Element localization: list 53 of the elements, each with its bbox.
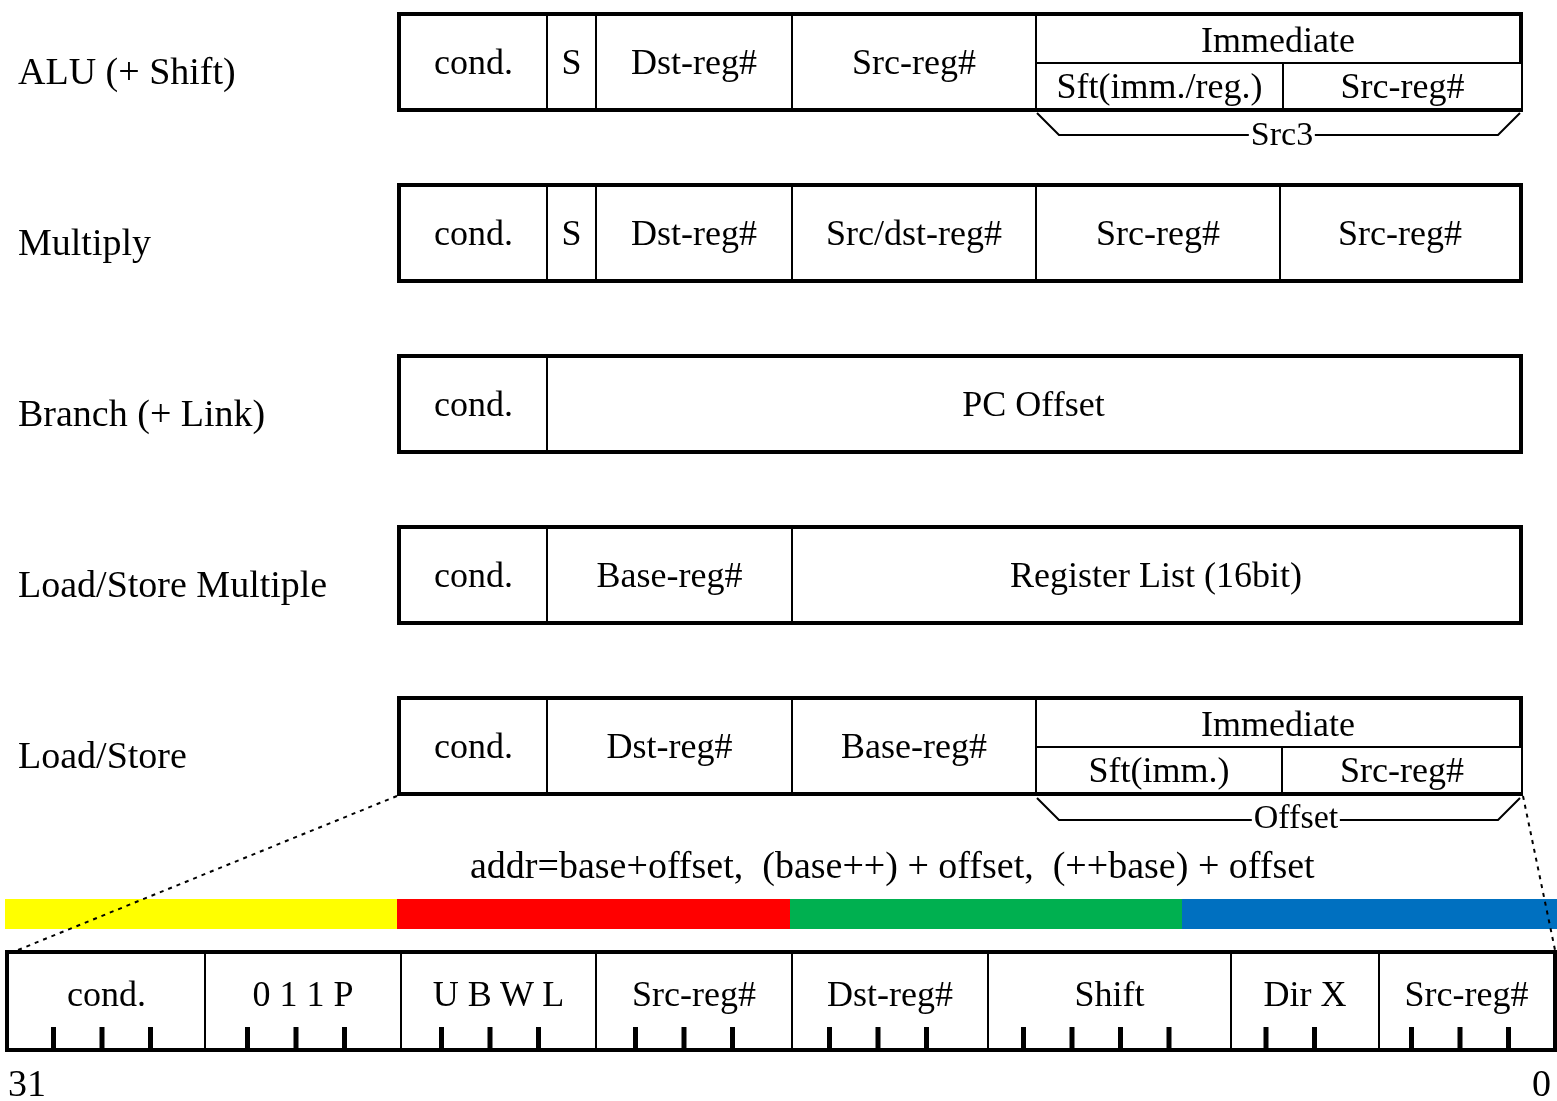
field-label: cond. (67, 976, 146, 1012)
bit-field (1282, 62, 1521, 108)
field-label: Dir X (1263, 976, 1347, 1012)
field-label: S (561, 215, 582, 251)
field-label: Src/dst-reg# (826, 215, 1002, 251)
instruction-format-box (397, 183, 1523, 283)
field-label: Dst-reg# (606, 728, 733, 764)
instruction-format-box (397, 12, 1523, 112)
field-label: cond. (434, 215, 513, 251)
field-label: cond. (434, 557, 513, 593)
format-name: Multiply (18, 223, 152, 261)
instruction-format-box (397, 354, 1523, 454)
field-label: U B W L (432, 976, 565, 1012)
field-label: Dst-reg# (631, 44, 757, 80)
field-label: cond. (434, 728, 513, 764)
zoom-line (1522, 795, 1556, 951)
instruction-format-box (397, 696, 1523, 796)
bit-layout-box (5, 950, 1557, 1052)
field-label: Src-reg# (1338, 215, 1462, 251)
format-name: Load/Store (18, 736, 187, 774)
field-label: Src-reg# (1096, 215, 1220, 251)
bit-number: 0 (1532, 1064, 1551, 1101)
field-label: Base-reg# (841, 728, 987, 764)
field-label: Src-reg# (852, 44, 976, 80)
bit-field (1037, 62, 1282, 108)
field-label: cond. (434, 386, 513, 422)
field-label: Sft(imm.) (1088, 752, 1230, 788)
field-label: Src-reg# (1340, 68, 1465, 104)
bit-field (1035, 16, 1519, 108)
formula-text: addr=base+offset, (base++) + offset, (++base) + offset (470, 846, 1315, 884)
instruction-format-box (397, 525, 1523, 625)
bit-field (1035, 700, 1519, 792)
field-label: Register List (16bit) (1010, 557, 1302, 593)
format-name: Load/Store Multiple (18, 565, 328, 603)
field-label: S (561, 44, 582, 80)
field-label: Immediate (1201, 706, 1355, 742)
field-label: Src-reg# (632, 976, 756, 1012)
field-label: Immediate (1201, 22, 1355, 58)
field-label: Dst-reg# (631, 215, 757, 251)
field-label: Dst-reg# (827, 976, 953, 1012)
field-label: PC Offset (962, 386, 1105, 422)
format-name: Branch (+ Link) (18, 394, 266, 432)
field-label: Src-reg# (1340, 752, 1464, 788)
field-label: Src-reg# (1404, 976, 1529, 1012)
format-name: ALU (+ Shift) (18, 52, 236, 90)
field-label: 0 1 1 P (252, 976, 354, 1012)
field-label: cond. (434, 44, 513, 80)
field-label: Sft(imm./reg.) (1056, 68, 1263, 104)
bit-number: 31 (8, 1064, 46, 1101)
bit-field (1281, 746, 1521, 792)
bit-field (1037, 746, 1281, 792)
field-label: Shift (1074, 976, 1145, 1012)
field-label: Base-reg# (596, 557, 743, 593)
